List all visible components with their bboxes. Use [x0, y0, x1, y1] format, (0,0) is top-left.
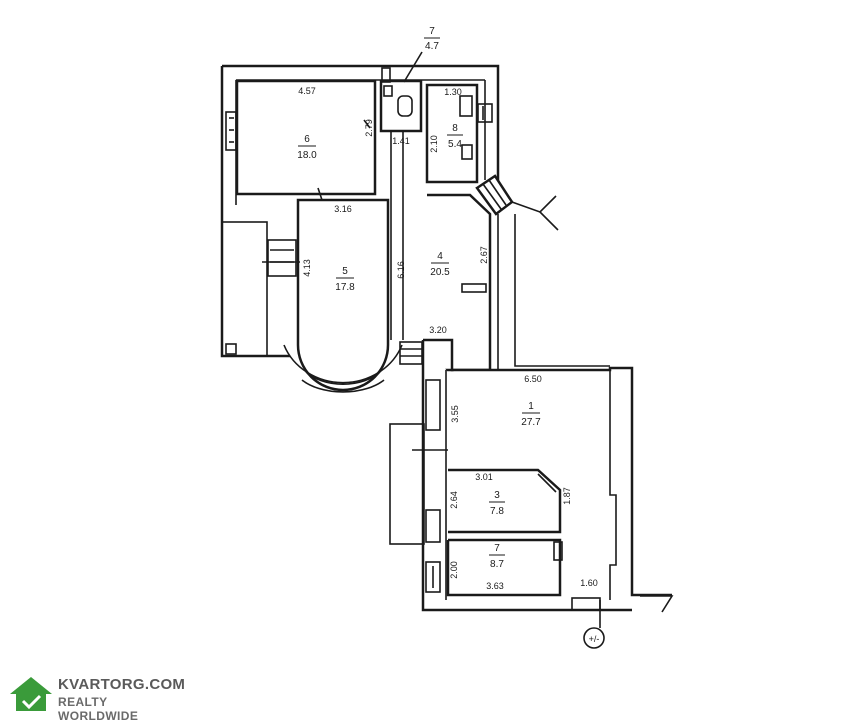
dim-650: 6.50 — [524, 374, 542, 384]
window-lower-3 — [425, 561, 441, 593]
room-4 — [390, 130, 610, 372]
room-7-door — [553, 541, 563, 561]
wc-walls — [379, 79, 423, 133]
bay-window — [475, 174, 559, 231]
vent-1 — [381, 67, 391, 83]
room-1-number: 1 — [528, 401, 534, 412]
dim-316: 3.16 — [334, 204, 352, 214]
entrance-arrow — [640, 595, 674, 613]
room-5-bay-stripes-1 — [305, 371, 381, 385]
room-4-area: 20.5 — [430, 267, 450, 278]
house-logo-roof — [10, 677, 52, 694]
room-7-walls — [446, 538, 562, 597]
room-labels: 7 4.7 6 18.0 8 5.4 4 20.5 5 17.8 1 27.7 … — [297, 26, 541, 570]
dim-363: 3.63 — [486, 581, 504, 591]
room-5-bay-stripes-2 — [301, 379, 385, 393]
bath-fixture-room-8 — [459, 95, 473, 117]
left-annex — [221, 221, 268, 357]
room-7top-area: 4.7 — [425, 41, 439, 52]
room-6-area: 18.0 — [297, 150, 317, 161]
room-4-number: 4 — [437, 251, 443, 262]
door-niche-room-4 — [461, 283, 487, 293]
dim-264: 2.64 — [449, 491, 459, 509]
entrance-label: +/- — [589, 634, 600, 644]
dim-616: 6.16 — [396, 261, 406, 279]
left-annex-corner — [225, 343, 237, 355]
left-annex-lower — [389, 423, 425, 545]
house-logo-body — [16, 694, 46, 711]
dim-210: 2.10 — [429, 135, 439, 153]
corridor-right-wall — [514, 214, 610, 367]
steps-room-5 — [399, 341, 423, 365]
window-room-8 — [477, 103, 493, 123]
room-8-walls — [425, 83, 479, 184]
dim-413: 4.13 — [302, 259, 312, 277]
window-room-5 — [267, 239, 297, 277]
room-3 — [448, 468, 562, 534]
room-3-number: 3 — [494, 490, 500, 501]
window-lower-2 — [425, 509, 441, 543]
dim-200: 2.00 — [449, 561, 459, 579]
bay-window-outline-2 — [539, 211, 559, 231]
dim-141: 1.41 — [392, 136, 410, 146]
room-3-walls — [448, 468, 562, 534]
vent-2 — [383, 85, 393, 97]
dimension-labels: 4.57 2.79 1.41 1.30 2.10 3.16 4.13 6.16 … — [298, 86, 599, 644]
room-8-number: 8 — [452, 123, 458, 134]
room-7top-leader — [403, 51, 423, 83]
room-6-walls — [235, 79, 377, 196]
room-5-walls — [296, 198, 390, 392]
toilet — [397, 95, 413, 117]
watermark-site: KVARTORG.COM — [58, 676, 186, 693]
room-7-area: 8.7 — [490, 559, 504, 570]
room-5-bay-outer — [283, 344, 403, 384]
dim-320: 3.20 — [429, 325, 447, 335]
room-3-area: 7.8 — [490, 506, 504, 517]
bay-window-line-2 — [488, 179, 507, 206]
window-room-6 — [225, 111, 237, 151]
tick-2 — [363, 119, 371, 129]
house-logo-icon — [10, 677, 52, 711]
tick-1 — [317, 187, 323, 201]
room-7-number: 7 — [494, 543, 500, 554]
room-6 — [225, 79, 377, 196]
dim-160: 1.60 — [580, 578, 598, 588]
dim-301: 3.01 — [475, 472, 493, 482]
room-3-inner — [537, 473, 557, 493]
dim-279: 2.79 — [364, 119, 374, 137]
house-logo-check — [21, 694, 42, 710]
sink-room-8 — [461, 144, 473, 160]
watermark: KVARTORG.COM REALTY WORLDWIDE — [6, 674, 186, 723]
room-5-number: 5 — [342, 266, 348, 277]
room-7 — [446, 538, 563, 597]
dim-187: 1.87 — [562, 487, 572, 505]
dim-355: 3.55 — [450, 405, 460, 423]
lower-inner-right — [609, 370, 617, 600]
dim-267: 2.67 — [479, 246, 489, 264]
dimension-ticks — [262, 119, 448, 451]
bay-window-line-1 — [482, 183, 502, 210]
room-8-area: 5.4 — [448, 139, 462, 150]
room-8 — [425, 83, 493, 184]
bay-window-outline — [511, 195, 557, 213]
room-5-area: 17.8 — [335, 282, 355, 293]
window-lower-1 — [425, 379, 441, 431]
dim-130: 1.30 — [444, 87, 462, 97]
dim-457: 4.57 — [298, 86, 316, 96]
wc-block — [379, 67, 423, 133]
watermark-tagline: REALTY WORLDWIDE — [58, 695, 139, 723]
room-7top-number: 7 — [429, 26, 435, 37]
room-1-area: 27.7 — [521, 417, 541, 428]
room-5 — [267, 198, 423, 393]
entrance-marker — [583, 627, 605, 649]
room-6-number: 6 — [304, 134, 310, 145]
